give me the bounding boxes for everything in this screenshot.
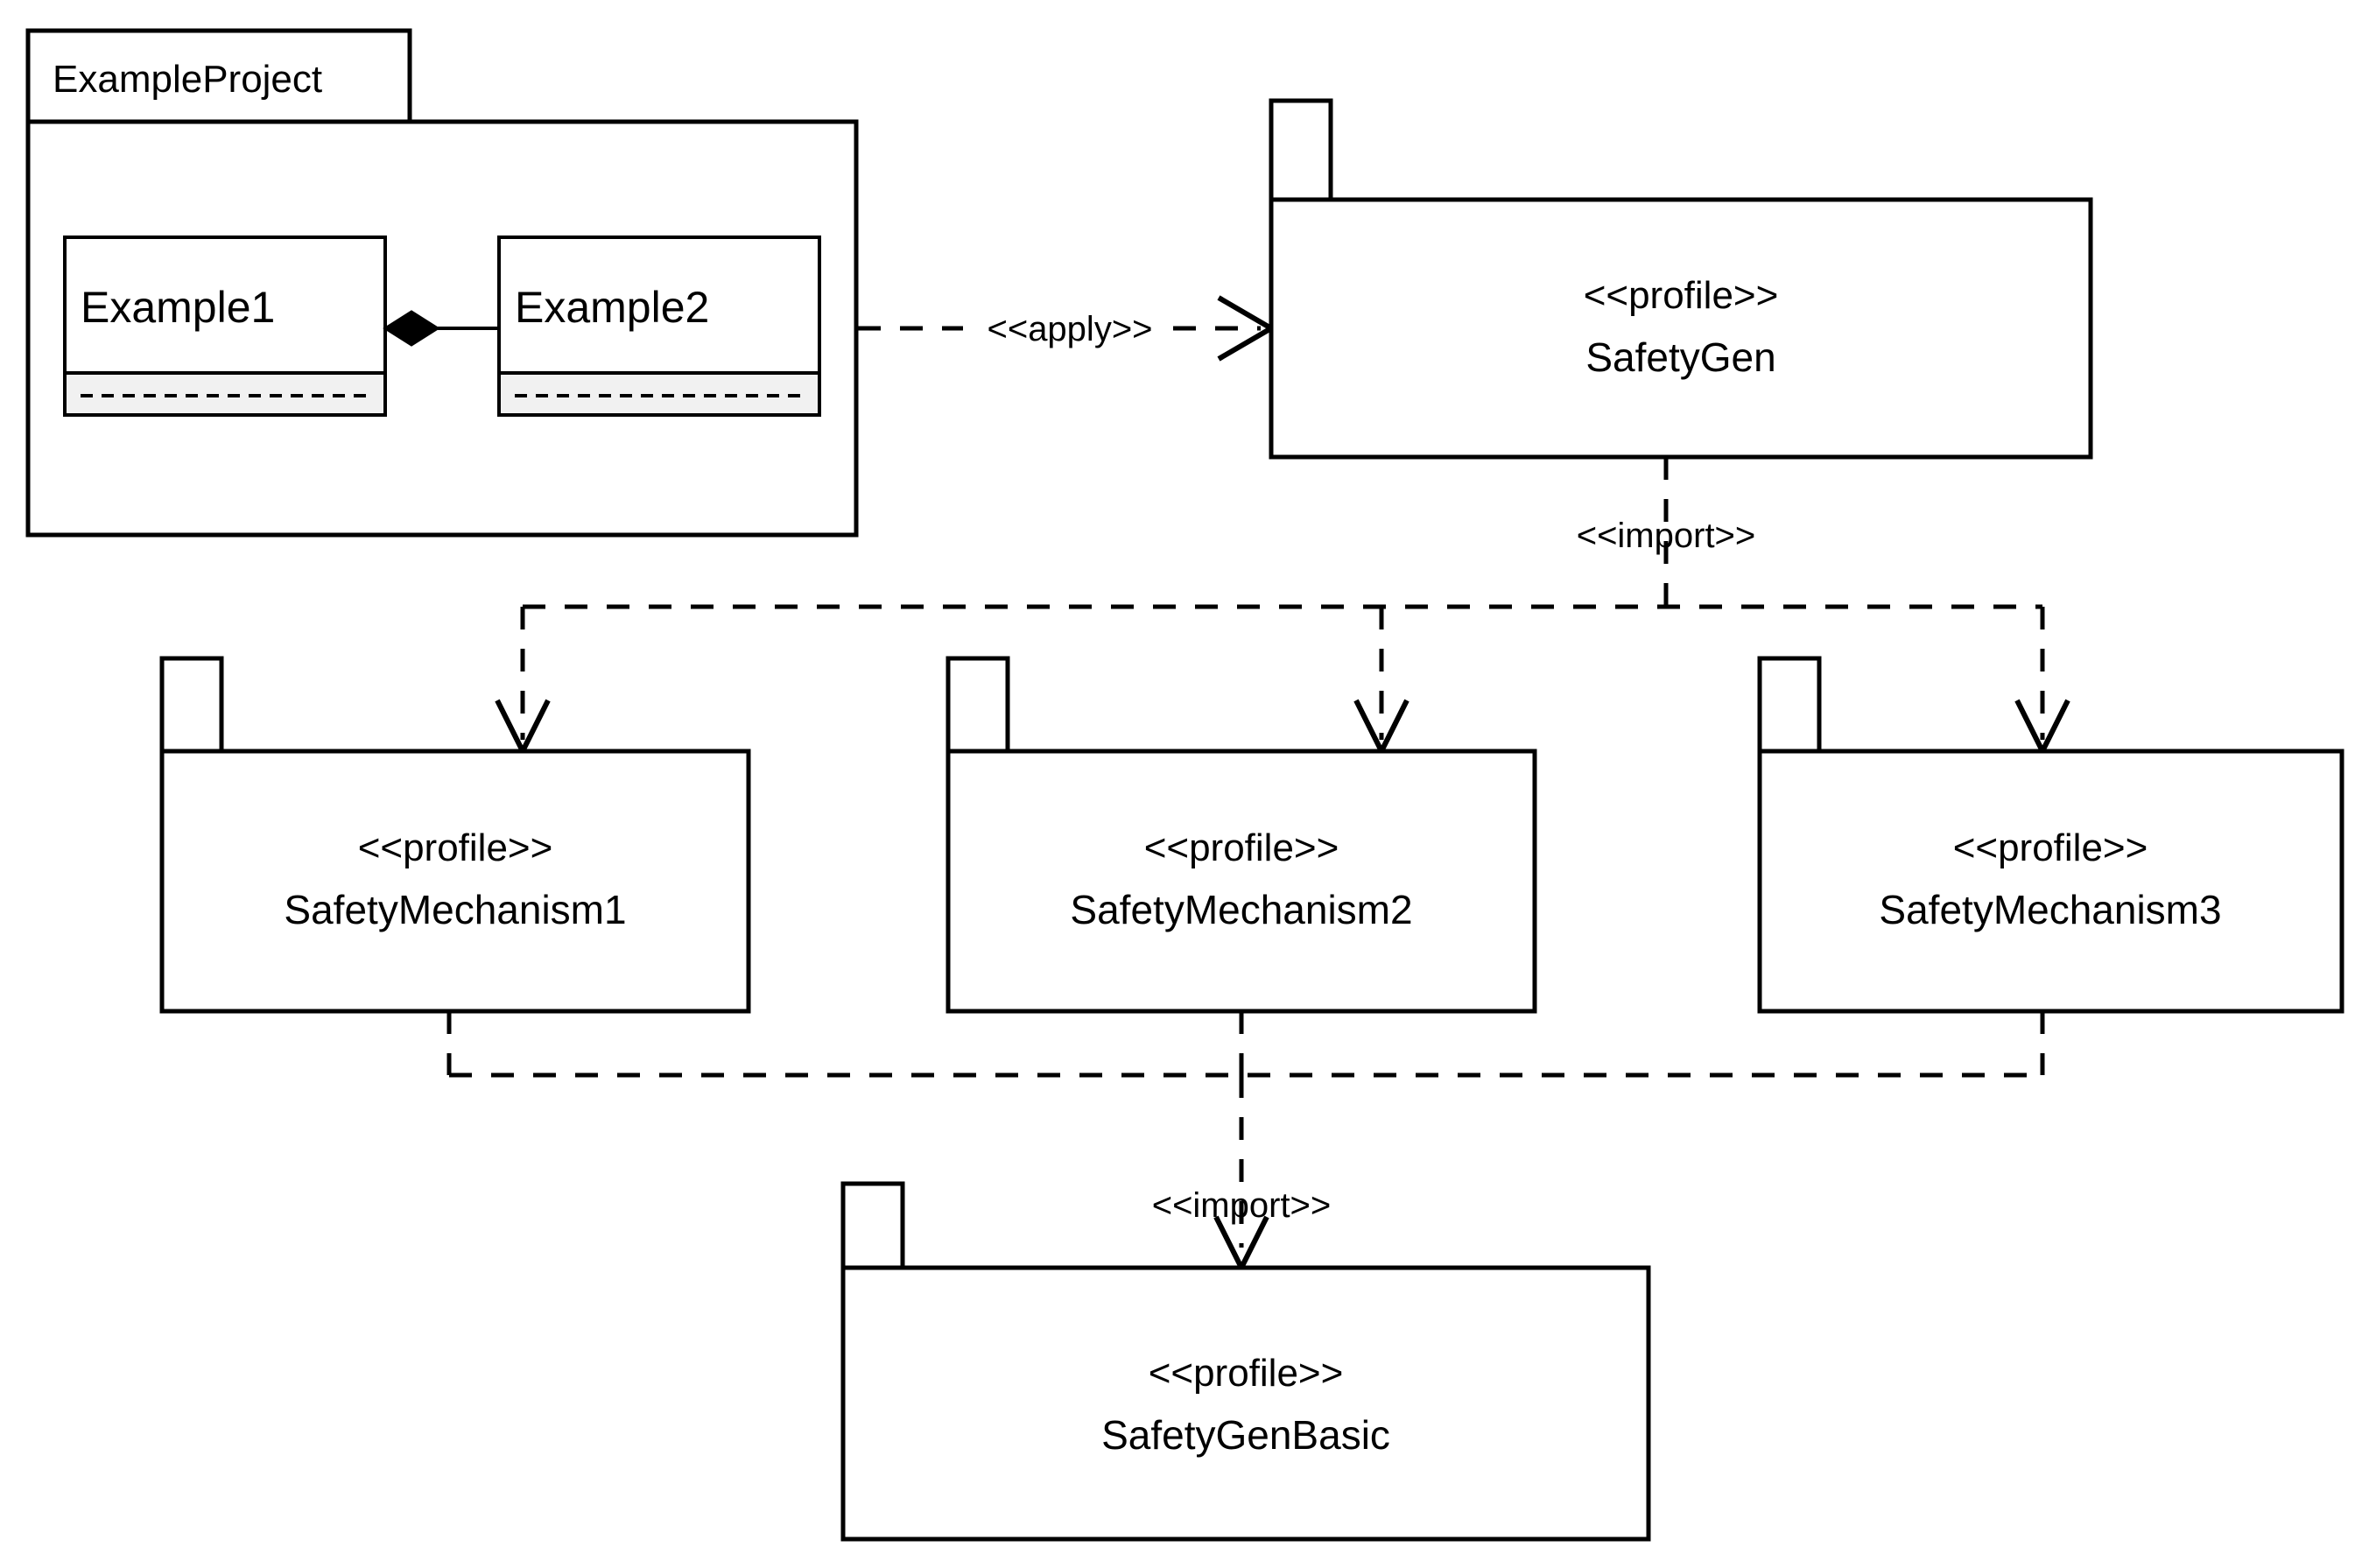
package-label-safety-mechanism-3: SafetyMechanism3 <box>1879 887 2221 932</box>
package-label-safety-mechanism-1: SafetyMechanism1 <box>284 887 626 932</box>
package-safety-mechanism-1[interactable]: <<profile>> SafetyMechanism1 <box>159 656 751 1014</box>
package-body-safety-mechanism-2 <box>946 749 1537 1014</box>
import-bottom-label: <<import>> <box>1152 1186 1332 1225</box>
class-example1[interactable]: Example1 <box>63 236 387 417</box>
class-example2[interactable]: Example2 <box>497 236 821 417</box>
package-tab-safety-gen <box>1269 98 1333 204</box>
composition-filled-diamond-icon <box>383 310 440 347</box>
package-body-safety-mechanism-3 <box>1757 749 2344 1014</box>
package-tab-safety-mechanism-3 <box>1757 656 1822 757</box>
package-body-safety-gen-basic <box>840 1265 1651 1542</box>
package-stereotype-safety-mechanism-3: <<profile>> <box>1953 826 2148 869</box>
package-tab-safety-gen-basic <box>840 1181 905 1283</box>
import-top-label: <<import>> <box>1577 517 1756 555</box>
package-label-safety-gen: SafetyGen <box>1585 334 1775 380</box>
package-tab-example-project <box>25 28 412 124</box>
package-safety-gen-basic[interactable]: <<profile>> SafetyGenBasic <box>840 1181 1651 1542</box>
class-example1-attribute-compartment <box>63 371 387 417</box>
class-example2-label: Example2 <box>515 283 709 332</box>
package-tab-safety-mechanism-2 <box>946 656 1010 757</box>
apply-dependency-label: <<apply>> <box>987 310 1152 348</box>
package-safety-gen[interactable]: <<profile>> SafetyGen <box>1269 98 2093 460</box>
package-safety-mechanism-2[interactable]: <<profile>> SafetyMechanism2 <box>946 656 1537 1014</box>
dependency-apply[interactable]: <<apply>> <box>858 295 1276 362</box>
package-stereotype-safety-mechanism-1: <<profile>> <box>358 826 553 869</box>
class-example1-label: Example1 <box>81 283 275 332</box>
dependency-import-top[interactable]: <<import>> <box>495 457 2070 757</box>
class-example1-name-compartment <box>63 236 387 375</box>
package-stereotype-safety-mechanism-2: <<profile>> <box>1144 826 1339 869</box>
package-tab-safety-mechanism-1 <box>159 656 224 757</box>
package-label-safety-gen-basic: SafetyGenBasic <box>1101 1412 1390 1458</box>
package-label-example-project: ExampleProject <box>53 58 322 101</box>
package-stereotype-safety-gen: <<profile>> <box>1584 274 1779 317</box>
composition-example1-example2[interactable] <box>383 310 499 347</box>
package-body-safety-mechanism-1 <box>159 749 751 1014</box>
package-body-safety-gen <box>1269 197 2093 460</box>
package-stereotype-safety-gen-basic: <<profile>> <box>1149 1352 1344 1395</box>
class-example2-attribute-compartment <box>497 371 821 417</box>
package-label-safety-mechanism-2: SafetyMechanism2 <box>1070 887 1412 932</box>
dependency-import-bottom[interactable]: <<import>> <box>446 1011 2045 1274</box>
package-safety-mechanism-3[interactable]: <<profile>> SafetyMechanism3 <box>1757 656 2344 1014</box>
class-example2-name-compartment <box>497 236 821 375</box>
